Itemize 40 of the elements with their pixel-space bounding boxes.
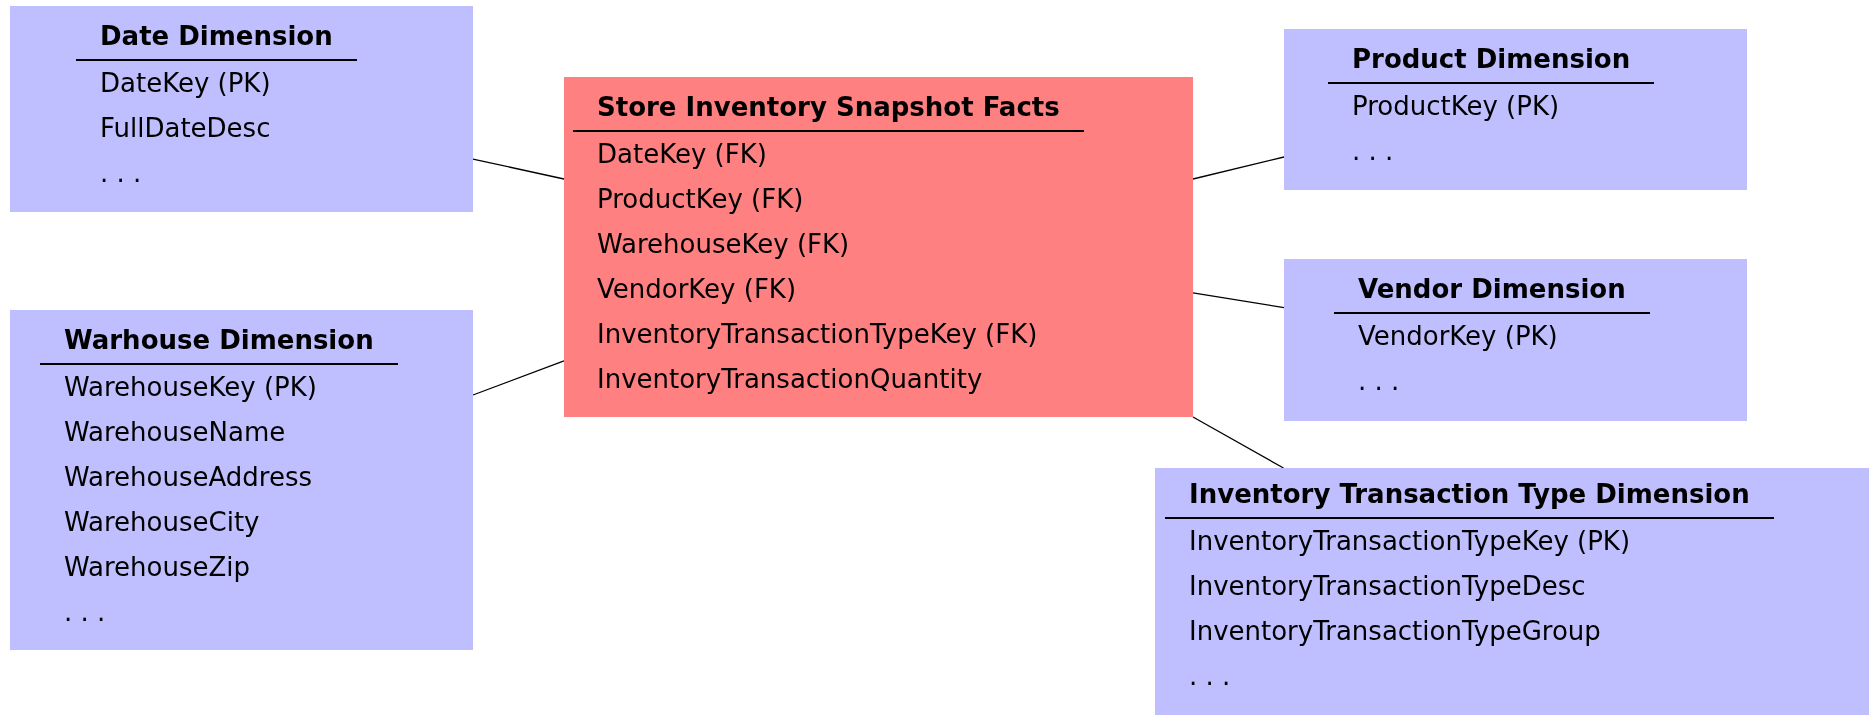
field-name: WarehouseKey (PK) <box>63 371 318 404</box>
field-name: . . . <box>1357 365 1401 398</box>
table-heading: Vendor Dimension <box>1334 267 1650 314</box>
field-name: . . . <box>1188 660 1232 693</box>
dimension-table <box>1155 468 1869 715</box>
field-name: FullDateDesc <box>99 112 272 145</box>
dimension-table <box>1284 29 1747 190</box>
table-heading: Product Dimension <box>1328 37 1655 84</box>
table-heading: Warhouse Dimension <box>40 318 398 365</box>
field-name: InventoryTransactionTypeDesc <box>1188 570 1587 603</box>
dimension-table <box>10 310 473 650</box>
field-name: . . . <box>99 157 143 190</box>
field-name: ProductKey (PK) <box>1351 90 1561 123</box>
field-name: WarehouseAddress <box>63 461 314 494</box>
field-name: WarehouseZip <box>63 551 252 584</box>
field-name: VendorKey (PK) <box>1357 320 1559 353</box>
field-name: . . . <box>1351 135 1395 168</box>
field-name: ProductKey (FK) <box>596 183 805 216</box>
field-name: InventoryTransactionQuantity <box>596 363 984 396</box>
field-name: DateKey (FK) <box>596 138 768 171</box>
field-name: InventoryTransactionTypeKey (PK) <box>1188 525 1632 558</box>
connector-line <box>1192 156 1285 180</box>
dimension-table <box>10 6 473 212</box>
connector-line <box>472 360 565 396</box>
field-name: DateKey (PK) <box>99 67 272 100</box>
connector-line <box>1192 416 1285 469</box>
connector-line <box>472 158 565 180</box>
field-name: . . . <box>63 596 107 629</box>
field-name: WarehouseCity <box>63 506 261 539</box>
connector-line <box>1192 292 1285 309</box>
fact-table <box>564 77 1193 417</box>
table-heading: Inventory Transaction Type Dimension <box>1165 472 1774 519</box>
field-name: WarehouseName <box>63 416 287 449</box>
field-name: WarehouseKey (FK) <box>596 228 851 261</box>
field-name: VendorKey (FK) <box>596 273 798 306</box>
dimension-table <box>1284 259 1747 421</box>
field-name: InventoryTransactionTypeKey (FK) <box>596 318 1039 351</box>
table-heading: Date Dimension <box>76 14 357 61</box>
field-name: InventoryTransactionTypeGroup <box>1188 615 1602 648</box>
table-heading: Store Inventory Snapshot Facts <box>573 85 1084 132</box>
